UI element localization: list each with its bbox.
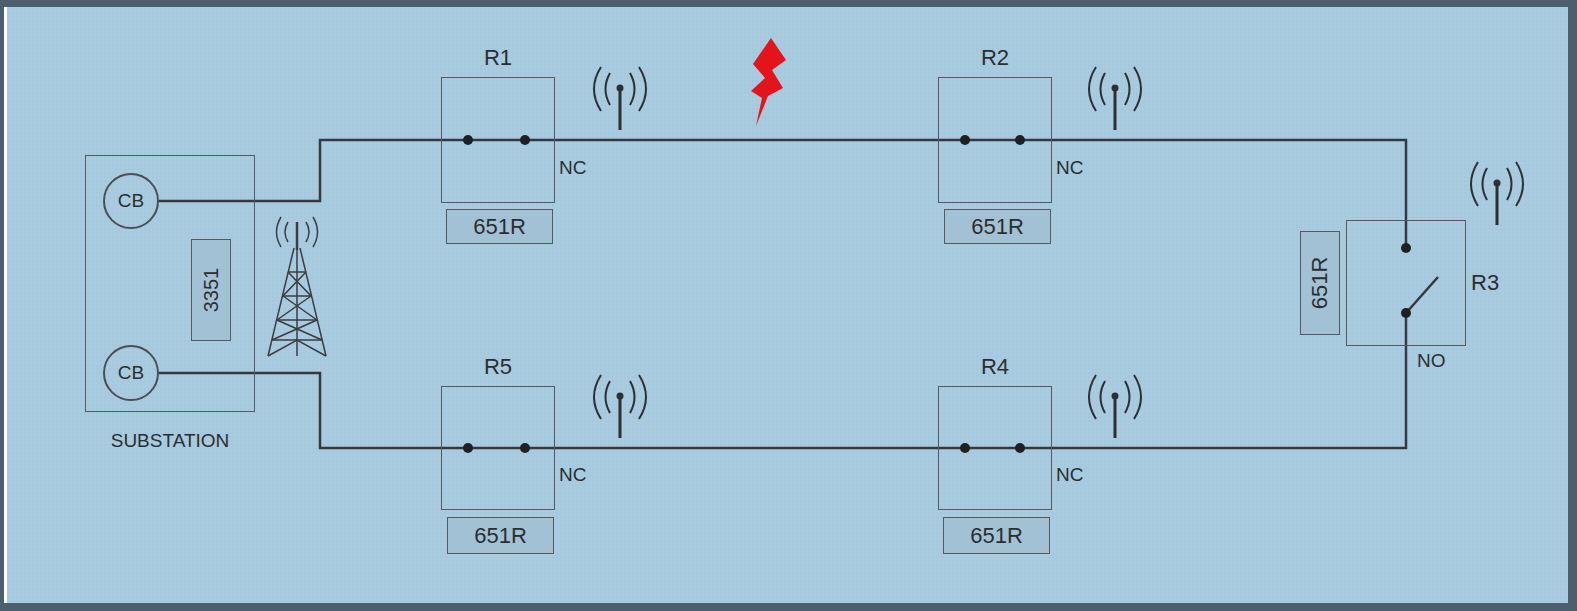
recloser-box: R2NC [938, 77, 1052, 203]
contact-dot [463, 135, 473, 145]
internal-wire [441, 139, 555, 142]
tower-brace [283, 295, 311, 297]
relay-tag: 651R [944, 209, 1051, 244]
contact-dot [463, 443, 473, 453]
internal-wire [441, 447, 555, 450]
controller-tag: 3351 [191, 239, 231, 341]
contact-dot [1401, 243, 1411, 253]
switch-blade [1406, 277, 1438, 313]
radio-tower [268, 217, 326, 356]
contact-dots [463, 135, 1411, 453]
device-tag: 651R [1308, 257, 1332, 310]
feeder-line [555, 447, 938, 450]
relay-tag: 651R [943, 517, 1050, 554]
relay-tag: 651R [447, 517, 554, 554]
contact-dot [520, 135, 530, 145]
recloser-box: R4NC [938, 386, 1052, 510]
tower-brace [288, 271, 306, 273]
recloser-box: R1NC [441, 77, 555, 203]
tower-mast [296, 222, 299, 250]
fault-lightning [751, 38, 786, 126]
breaker-label: CB [118, 191, 144, 212]
device-tag: 651R [473, 214, 526, 238]
switch-state: NC [1056, 465, 1083, 486]
tower-brace [277, 319, 317, 321]
device-tag: 3351 [200, 268, 222, 313]
switch-state: NO [1417, 351, 1446, 372]
circuit-breaker: CB [103, 345, 159, 401]
substation-box: SUBSTATIONCB3351CB [85, 155, 255, 412]
recloser-name: R2 [939, 46, 1051, 70]
breaker-label: CB [118, 363, 144, 384]
radio-icon [1089, 375, 1141, 438]
contact-dot [520, 443, 530, 453]
device-tag: 651R [970, 523, 1023, 547]
radio-icon [594, 67, 646, 130]
internal-wire [938, 447, 1052, 450]
contact-dot [1015, 135, 1025, 145]
texture [7, 7, 1568, 603]
contact-dot [960, 135, 970, 145]
contact-dot [960, 443, 970, 453]
device-tag: 651R [971, 214, 1024, 238]
radio-icon [594, 375, 646, 438]
recloser-name: R3 [1471, 271, 1499, 295]
contact-dot [1401, 308, 1411, 318]
recloser-name: R1 [442, 46, 554, 70]
device-tag: 651R [474, 523, 527, 547]
recloser-name: R5 [442, 355, 554, 379]
recloser-box: R5NC [441, 386, 555, 510]
tower-lattice [268, 272, 326, 356]
feeder-line [159, 140, 441, 201]
radio-icon [1089, 67, 1141, 130]
recloser-name: R4 [939, 355, 1051, 379]
relay-tag: 651R [1300, 231, 1340, 335]
radio-icon [1471, 162, 1523, 225]
feeder-line [1052, 346, 1406, 448]
internal-wire [938, 139, 1052, 142]
circuit-breaker: CB [103, 173, 159, 229]
recloser-box: R3NO [1346, 220, 1466, 346]
switch-state: NC [1056, 158, 1083, 179]
relay-tag: 651R [446, 209, 553, 244]
feeder-line [1052, 140, 1406, 220]
contact-dot [1015, 443, 1025, 453]
switch-state: NC [559, 465, 586, 486]
substation-label: SUBSTATION [86, 431, 254, 452]
feeder-line [555, 139, 938, 142]
switch-state: NC [559, 158, 586, 179]
recloser-contacts [441, 140, 1438, 448]
